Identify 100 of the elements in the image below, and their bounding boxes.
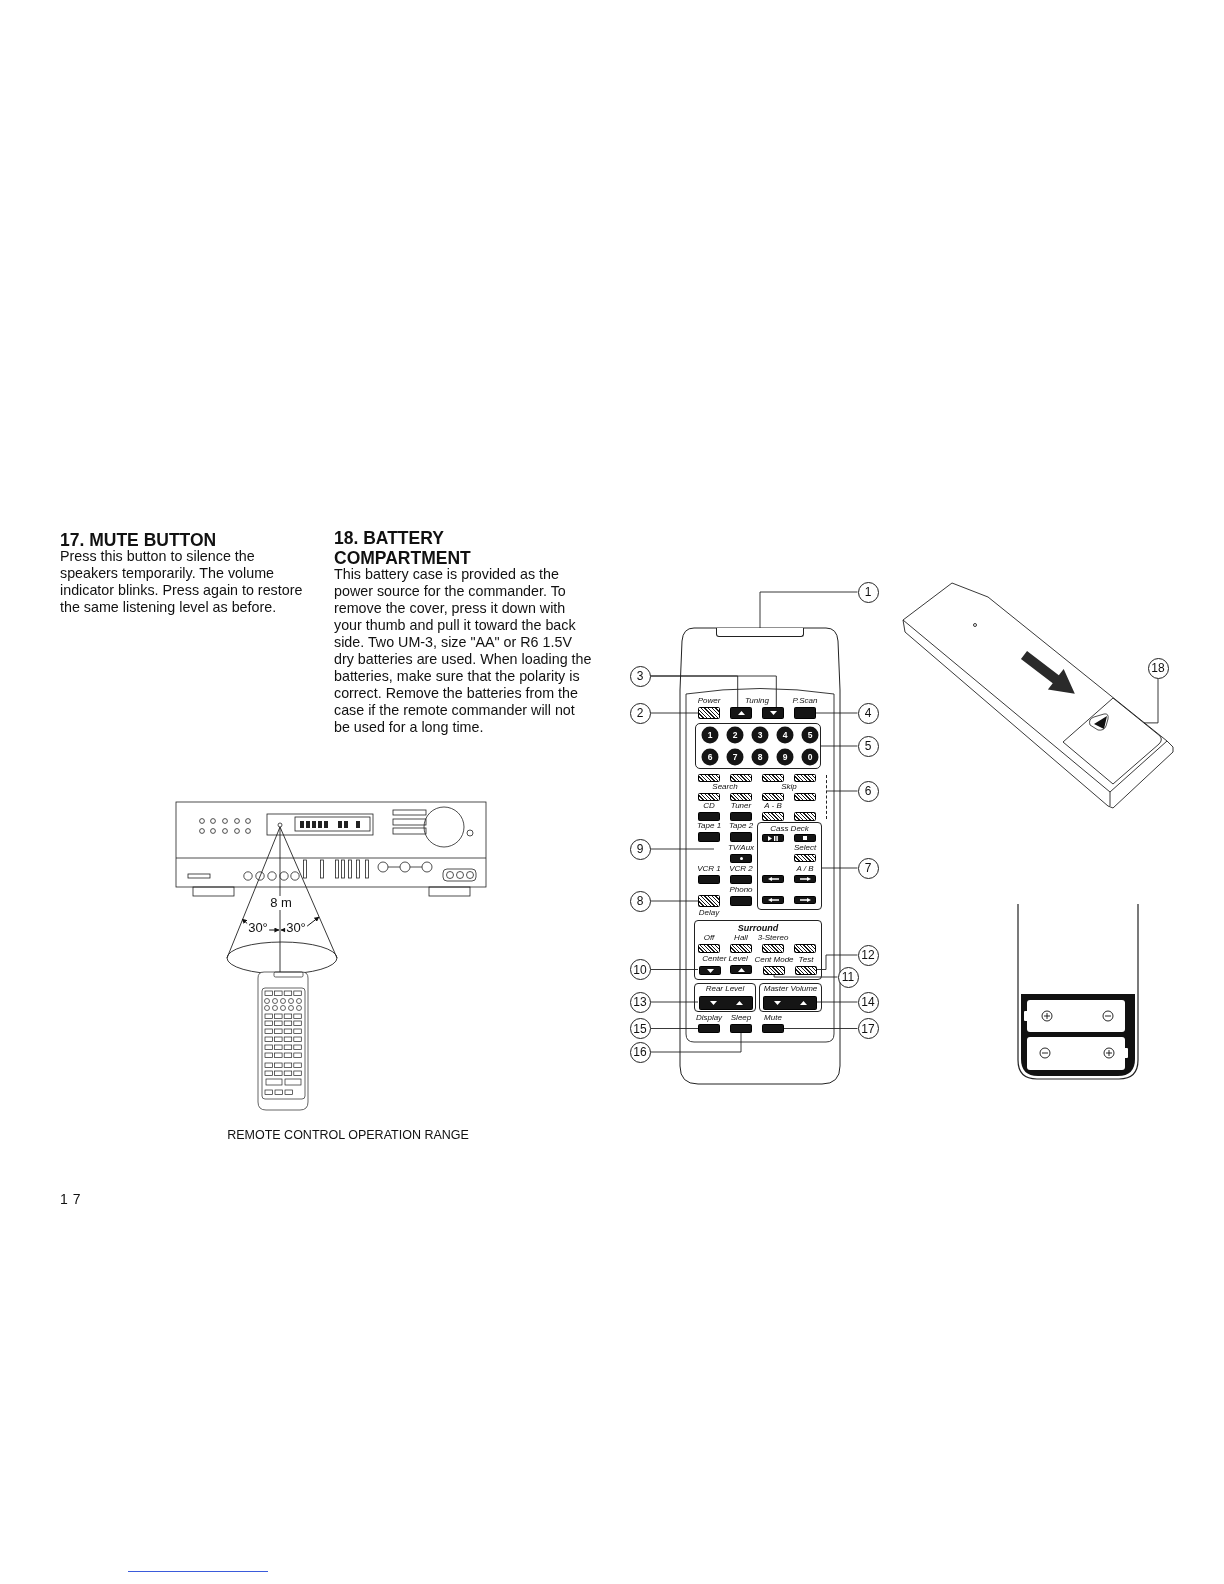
leader-line	[650, 969, 699, 970]
remote-button	[698, 1024, 720, 1033]
leader-line	[1143, 678, 1159, 724]
button-label: P.Scan	[792, 697, 818, 705]
leader-line	[650, 675, 777, 708]
button-label: Select	[793, 844, 817, 852]
leader-line	[783, 1028, 858, 1029]
callout-number: 2	[629, 702, 651, 724]
remote-button	[730, 1024, 752, 1033]
number-key: 2	[726, 726, 744, 744]
cassette-deck-panel	[757, 822, 822, 910]
angle-label: 30°	[247, 921, 269, 935]
number-key: 8	[751, 748, 769, 766]
button-label: Tape 1	[696, 822, 722, 830]
rear-level-panel	[694, 983, 756, 1012]
battery-cover	[1063, 698, 1163, 784]
callout-number: 6	[857, 780, 879, 802]
button-label: Tuner	[730, 802, 752, 810]
remote-button	[762, 707, 784, 719]
callout-number: 7	[857, 857, 879, 879]
section-heading: 17. MUTE BUTTON	[60, 530, 218, 550]
callout-number: 1	[857, 581, 879, 603]
panel-label: Cass Deck	[770, 825, 809, 833]
callout-number: 16	[629, 1041, 651, 1063]
remote-back-drawing	[902, 582, 1174, 809]
leader-line	[815, 1001, 858, 1003]
leader-line	[826, 790, 858, 792]
button-label: CD	[703, 802, 715, 810]
button-label: Hall	[734, 934, 748, 942]
leader-line	[650, 1001, 699, 1003]
button-label: 3-Stereo	[757, 934, 789, 942]
button-label: Test	[798, 956, 814, 964]
leader-line	[650, 848, 715, 850]
button-label: A / B	[796, 865, 814, 873]
remote-button	[795, 966, 817, 975]
remote-button	[794, 707, 816, 719]
button-label: A - B	[764, 802, 782, 810]
angle-label: 30°	[285, 921, 307, 935]
button-label: Skip	[781, 783, 797, 791]
master-volume-panel	[759, 983, 822, 1012]
leader-line	[820, 745, 858, 747]
emitter-window	[716, 628, 804, 637]
leader-line	[821, 867, 858, 869]
number-key: 6	[701, 748, 719, 766]
number-key: 1	[701, 726, 719, 744]
button-label: Search	[712, 783, 738, 791]
callout-number: 11	[837, 966, 859, 988]
number-key: 0	[801, 748, 819, 766]
button-label: Power	[697, 697, 721, 705]
button-label: Center Level	[702, 955, 748, 963]
leader-line	[650, 1028, 699, 1029]
leader-line	[815, 712, 858, 714]
button-label: Tuning	[745, 697, 769, 705]
callout-number: 12	[857, 944, 879, 966]
callout-number: 3	[629, 665, 651, 687]
leader-line	[650, 1032, 742, 1053]
button-label: Display	[695, 1014, 723, 1022]
leader-line	[815, 954, 858, 970]
callout-number: 18	[1147, 657, 1169, 679]
callout-number: 4	[857, 702, 879, 724]
callout-number: 5	[857, 735, 879, 757]
body-text: This battery case is provided as the power source for the commander. To remove the cover, press it down with your thumb and pull it toward the back side. Two UM-3, size "AA" or R6 1.5V dry batteries are used. When loading the batteries, make sure that the polarity is correct. Remove the batteries from the case if the remote commander will not be used for a long time.	[334, 565, 592, 737]
panel-label: Master Volume	[763, 985, 818, 993]
number-key: 4	[776, 726, 794, 744]
button-label: Phono	[729, 886, 753, 894]
page-number: 17	[60, 1191, 86, 1207]
leader-line	[773, 973, 838, 978]
figure-caption: REMOTE CONTROL OPERATION RANGE	[227, 1128, 469, 1142]
button-label: Off	[703, 934, 715, 942]
remote-button	[763, 996, 817, 1010]
bracket-line	[826, 775, 827, 819]
leader-line	[650, 712, 699, 714]
callout-number: 10	[629, 959, 651, 980]
panel-label: Rear Level	[705, 985, 745, 993]
panel-label: Surround	[737, 924, 779, 933]
button-label: Mute	[764, 1014, 782, 1022]
remote-button	[763, 966, 785, 975]
number-key: 9	[776, 748, 794, 766]
leader-line	[759, 591, 858, 629]
callout-number: 9	[629, 838, 651, 860]
callout-number: 15	[629, 1018, 651, 1039]
button-label: Delay	[698, 909, 720, 917]
leader-line	[650, 900, 699, 902]
number-key: 7	[726, 748, 744, 766]
remote-button	[762, 1024, 784, 1033]
number-key: 5	[801, 726, 819, 744]
body-text: Press this button to silence the speakers temporarily. The volume indicator blinks. Press again to restore the same listening level as before.	[60, 547, 304, 616]
button-label: Cent Mode	[754, 956, 794, 964]
number-key: 3	[751, 726, 769, 744]
surround-panel	[694, 920, 822, 980]
remote-button	[698, 707, 720, 719]
remote-button	[699, 996, 753, 1010]
section-heading: 18. BATTERY COMPARTMENT	[334, 528, 472, 568]
dimension-label: 8 m	[269, 896, 293, 910]
remote-button	[730, 707, 752, 719]
remote-button	[699, 966, 721, 975]
callout-number: 13	[629, 991, 651, 1013]
remote-button	[698, 895, 720, 907]
callout-number: 17	[857, 1018, 879, 1039]
callout-number: 14	[857, 991, 879, 1013]
